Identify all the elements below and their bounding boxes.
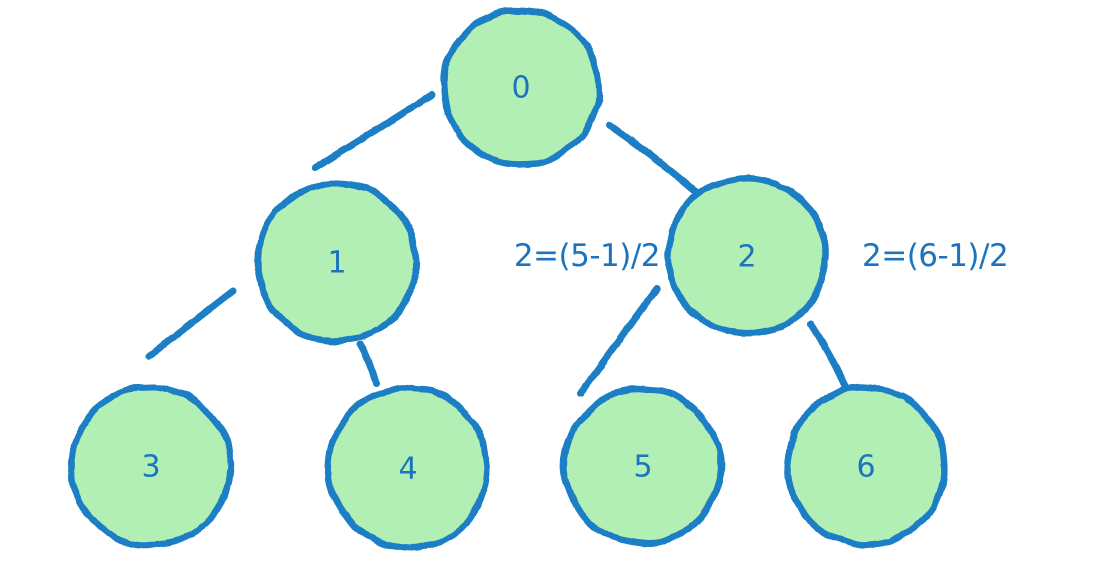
- node-outline: [440, 7, 603, 168]
- node-fill: [787, 386, 945, 546]
- edge-annotation-a0: 2=(5-1)/2: [514, 238, 660, 274]
- tree-node-4[interactable]: 4: [324, 384, 491, 552]
- node-outline: [784, 383, 948, 549]
- tree-edge-n2-n6: [807, 320, 849, 390]
- annotations-layer: 2=(5-1)/2 2=(6-1)/2: [514, 238, 1009, 274]
- tree-edge-n1-n4: [356, 340, 380, 387]
- edge-annotation-a1: 2=(6-1)/2: [862, 238, 1008, 274]
- tree-node-5[interactable]: 5: [560, 384, 725, 548]
- tree-edge-n2-n5: [577, 285, 661, 397]
- tree-node-3[interactable]: 3: [67, 384, 235, 549]
- node-fill: [667, 178, 826, 334]
- node-label-1: 1: [327, 246, 346, 281]
- node-label-6: 6: [856, 450, 875, 485]
- edges-layer: [145, 91, 849, 397]
- node-outline: [560, 384, 725, 548]
- node-label-4: 4: [398, 452, 417, 487]
- node-label-3: 3: [141, 450, 160, 485]
- node-fill: [443, 10, 599, 165]
- node-outline: [254, 180, 421, 345]
- tree-node-2[interactable]: 2: [664, 175, 829, 337]
- tree-node-1[interactable]: 1: [254, 180, 421, 345]
- node-fill: [327, 387, 488, 549]
- node-label-0: 0: [511, 71, 530, 106]
- node-outline: [324, 384, 491, 552]
- tree-node-0[interactable]: 0: [440, 7, 603, 168]
- node-label-5: 5: [633, 450, 652, 485]
- node-label-2: 2: [737, 240, 756, 275]
- node-fill: [563, 388, 722, 544]
- node-outline: [67, 384, 235, 549]
- tree-edge-n0-n2: [606, 121, 706, 201]
- tree-edge-n0-n1: [311, 91, 436, 172]
- node-fill: [71, 387, 232, 546]
- tree-node-6[interactable]: 6: [784, 383, 948, 549]
- nodes-layer: 0 1 2 3 4 5 6: [67, 7, 948, 552]
- tree-edge-n1-n3: [145, 287, 237, 360]
- node-fill: [257, 183, 418, 341]
- node-outline: [664, 175, 829, 337]
